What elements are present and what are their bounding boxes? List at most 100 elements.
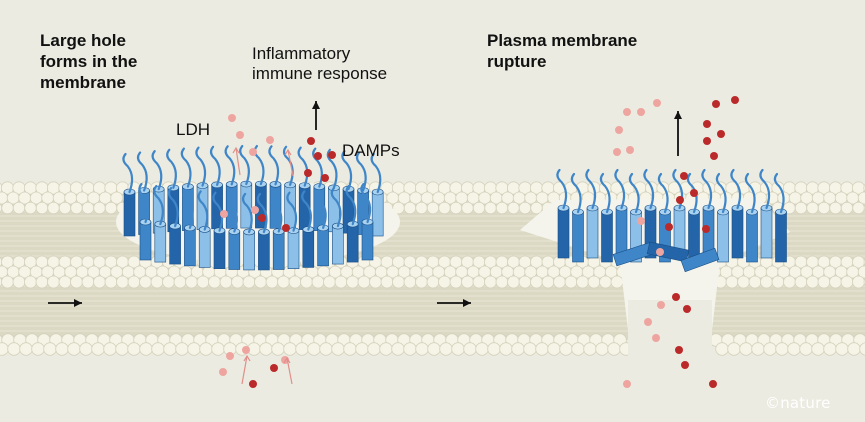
pore-subunit-loop — [345, 184, 357, 226]
damp-particle-icon — [675, 346, 683, 354]
rupture-subunit-loop — [730, 168, 742, 210]
lipid-head — [857, 191, 865, 205]
damp-particle-icon — [703, 120, 711, 128]
ldh-particle-icon — [220, 210, 228, 218]
lipid-head — [835, 342, 849, 356]
lipid-head — [610, 275, 624, 289]
lipid-head — [1, 201, 14, 215]
lipid-head — [559, 342, 573, 356]
lipid-head — [823, 342, 837, 356]
lipid-head — [173, 275, 187, 289]
rupture-subunit — [731, 207, 744, 259]
lipid-head — [7, 342, 21, 356]
pore-subunit-loop — [341, 150, 353, 191]
lipid-head — [311, 275, 325, 289]
lipid-head — [231, 275, 244, 289]
lipid-head — [449, 201, 463, 215]
rupture-subunit — [586, 207, 599, 259]
lipid-head — [783, 275, 796, 289]
lipid-head — [451, 342, 465, 356]
damp-particle-icon — [680, 172, 688, 180]
nature-credit: ©nature — [765, 394, 831, 412]
lipid-head — [530, 201, 543, 215]
pore-subunit-loop — [355, 151, 367, 192]
lipid-head — [811, 342, 825, 356]
pore-subunit-loop — [136, 151, 148, 192]
rupture-subunit-loop — [585, 168, 597, 210]
lipid-head — [727, 342, 741, 356]
ldh-particle-icon — [623, 380, 631, 388]
rupture-subunit — [557, 207, 570, 259]
lipid-head — [343, 342, 357, 356]
pore-subunit-loop — [195, 146, 207, 187]
lipid-head — [725, 275, 739, 289]
response-line-1: Inflammatory — [252, 44, 351, 63]
damp-particle-icon — [282, 224, 290, 232]
ldh-label: LDH — [176, 120, 211, 139]
damp-particle-icon — [665, 223, 673, 231]
lipid-head — [530, 275, 543, 289]
response-line-2: immune response — [252, 64, 388, 83]
pore-subunit — [169, 225, 181, 265]
pore-subunit — [332, 225, 344, 265]
lipid-head — [475, 342, 489, 356]
lipid-head — [104, 275, 118, 289]
lipid-head — [806, 275, 819, 289]
lipid-head — [840, 201, 854, 215]
rupture-subunit-loop — [657, 172, 669, 214]
lipid-head — [472, 275, 486, 289]
rupture-subunit-loop — [773, 172, 785, 214]
ldh-particle-icon — [657, 301, 665, 309]
damp-particle-icon — [731, 96, 739, 104]
lipid-head — [794, 275, 808, 289]
pore-subunit — [139, 221, 152, 261]
gasdermin-pores — [122, 144, 787, 273]
lipid-head — [775, 342, 789, 356]
rupture-subunit-loop — [614, 168, 626, 210]
rupture-subunit-loop — [599, 172, 611, 214]
lipid-head — [576, 275, 589, 289]
lipid-head — [24, 201, 37, 215]
lipid-head — [367, 342, 381, 356]
lipid-head — [35, 201, 49, 215]
lipid-head — [139, 275, 152, 289]
pore-subunit — [313, 186, 326, 231]
lipid-head — [787, 342, 801, 356]
pore-subunit — [258, 231, 270, 271]
pore-subunit-loop — [315, 188, 327, 229]
lipid-head — [461, 275, 474, 289]
lipid-head — [547, 342, 561, 356]
rupture-subunit-loop — [686, 172, 698, 214]
lipid-head — [523, 342, 537, 356]
damp-particle-icon — [712, 100, 720, 108]
ldh-particle-icon — [242, 346, 250, 354]
pore-subunit-loop — [212, 191, 224, 232]
lipid-head — [499, 342, 513, 356]
lipid-head — [507, 275, 520, 289]
lipid-head — [91, 342, 105, 356]
release-arrow-head — [232, 146, 240, 154]
lipid-head — [323, 275, 336, 289]
lipid-head — [162, 275, 175, 289]
damp-particle-icon — [683, 305, 691, 313]
lipid-head — [583, 342, 597, 356]
pore-subunit — [213, 230, 226, 269]
lipid-head — [852, 201, 865, 215]
lipid-head — [254, 275, 267, 289]
lipid-head — [93, 201, 106, 215]
pore-subunit-loop — [286, 191, 298, 232]
lipid-head — [415, 275, 428, 289]
up-arrow-icon-head — [674, 111, 682, 119]
lipid-head — [331, 342, 345, 356]
left-title-line-1: Large hole — [40, 31, 126, 50]
pore-subunit-loop — [153, 184, 164, 226]
pore-subunit — [287, 230, 300, 269]
lipid-head — [829, 275, 842, 289]
pore-subunit-loop — [301, 190, 312, 231]
lipid-head — [760, 275, 773, 289]
pore-subunit — [371, 191, 384, 237]
lipid-head — [355, 342, 369, 356]
flow-arrow-icon-head — [74, 299, 82, 307]
lipid-head — [392, 275, 405, 289]
immune-response-label: Inflammatory immune response — [252, 44, 387, 84]
